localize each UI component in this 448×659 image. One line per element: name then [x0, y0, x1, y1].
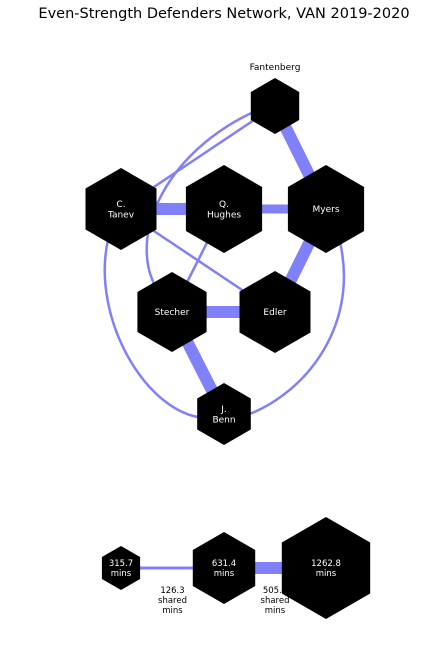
diagram-title: Even-Strength Defenders Network, VAN 201… [38, 6, 410, 22]
node-fantenberg: Fantenberg [250, 63, 301, 134]
node-shape-benn [197, 383, 251, 445]
node-shape-fantenberg [250, 78, 300, 134]
node-tanev: C.Tanev [85, 168, 157, 250]
node-label-tanev: C.Tanev [107, 200, 135, 221]
node-hughes: Q.Hughes [185, 165, 263, 253]
node-label-edler: Edler [263, 308, 286, 318]
edge-tanev-benn [103, 239, 211, 420]
edge-myers-benn [237, 241, 346, 420]
node-label-fantenberg: Fantenberg [250, 63, 301, 73]
node-shape-tanev [85, 168, 157, 250]
node-benn: J.Benn [197, 383, 251, 445]
legend-node-shape-2 [192, 532, 256, 604]
node-shape-stecher [137, 272, 207, 352]
legend-node-shape-1 [101, 546, 141, 590]
node-label-hughes: Q.Hughes [207, 200, 241, 221]
node-myers: Myers [287, 165, 365, 253]
node-label-benn: J.Benn [212, 405, 235, 426]
node-edler: Edler [239, 271, 311, 353]
node-label-myers: Myers [312, 205, 339, 215]
node-label-stecher: Stecher [155, 308, 190, 318]
node-shape-myers [287, 165, 365, 253]
legend-node-shape-3 [281, 517, 371, 619]
edge-fantenberg-stecher [145, 106, 264, 301]
edges-layer [103, 103, 346, 420]
node-shape-edler [239, 271, 311, 353]
node-stecher: Stecher [137, 272, 207, 352]
node-shape-hughes [185, 165, 263, 253]
